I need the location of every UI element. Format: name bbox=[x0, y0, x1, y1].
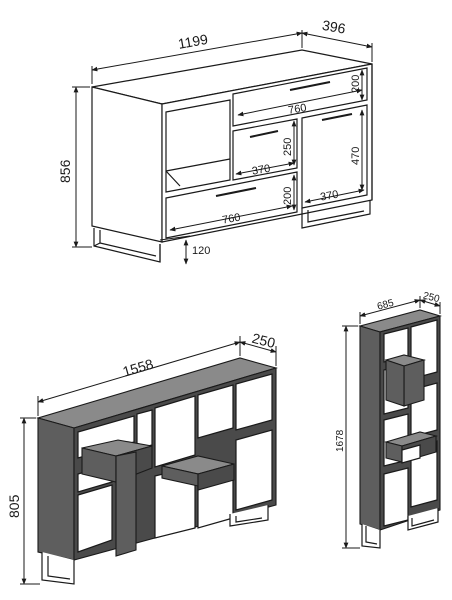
sideboard-height-label: 856 bbox=[57, 159, 73, 183]
bookcase-tall-leg-right bbox=[407, 508, 439, 531]
leg-height-label: 120 bbox=[192, 245, 210, 257]
bookcase-wide-drawing: 1558 250 805 bbox=[6, 330, 278, 585]
bookcase-tall-depth-label: 250 bbox=[422, 290, 441, 305]
drawer-top-width-label: 760 bbox=[287, 102, 307, 117]
drawer-bottom-height-label: 200 bbox=[282, 187, 294, 205]
bookcase-wide-side bbox=[37, 417, 75, 561]
sideboard-width-label: 1199 bbox=[177, 31, 210, 52]
sideboard-open-compartment bbox=[165, 99, 231, 193]
bookcase-wide-height-label: 805 bbox=[6, 494, 22, 518]
sideboard-depth-label: 396 bbox=[321, 17, 347, 37]
bookcase-tall-leg-left bbox=[361, 524, 381, 549]
sideboard-side-panel bbox=[91, 86, 163, 243]
bookcase-wide-leg-left bbox=[41, 552, 75, 585]
bookcase-tall-cells bbox=[383, 319, 438, 527]
drawer-small-width-label: 370 bbox=[251, 163, 271, 178]
drawer-top-height-label: 200 bbox=[350, 75, 362, 93]
bookcase-tall-drawing: 685 250 1678 bbox=[335, 290, 443, 549]
bookcase-tall-side bbox=[359, 325, 381, 531]
bookcase-wide-protruding-boxes bbox=[81, 439, 235, 557]
sideboard-base-right bbox=[301, 200, 371, 229]
bookcase-wide-depth-label: 250 bbox=[250, 330, 277, 351]
door-height-label: 470 bbox=[350, 147, 362, 165]
sideboard-drawing: 1199 396 856 760 200 370 250 370 470 760 bbox=[57, 17, 373, 265]
bookcase-tall-width-label: 685 bbox=[376, 298, 395, 313]
drawer-small-height-label: 250 bbox=[282, 138, 294, 156]
bookcase-wide-width-label: 1558 bbox=[121, 356, 156, 380]
bookcase-tall-protruding-boxes bbox=[383, 354, 439, 464]
drawer-bottom-width-label: 760 bbox=[221, 212, 241, 227]
bookcase-wide-leg-right bbox=[229, 505, 269, 527]
door-width-label: 370 bbox=[319, 189, 339, 204]
bookcase-tall-height-label: 1678 bbox=[335, 429, 346, 452]
